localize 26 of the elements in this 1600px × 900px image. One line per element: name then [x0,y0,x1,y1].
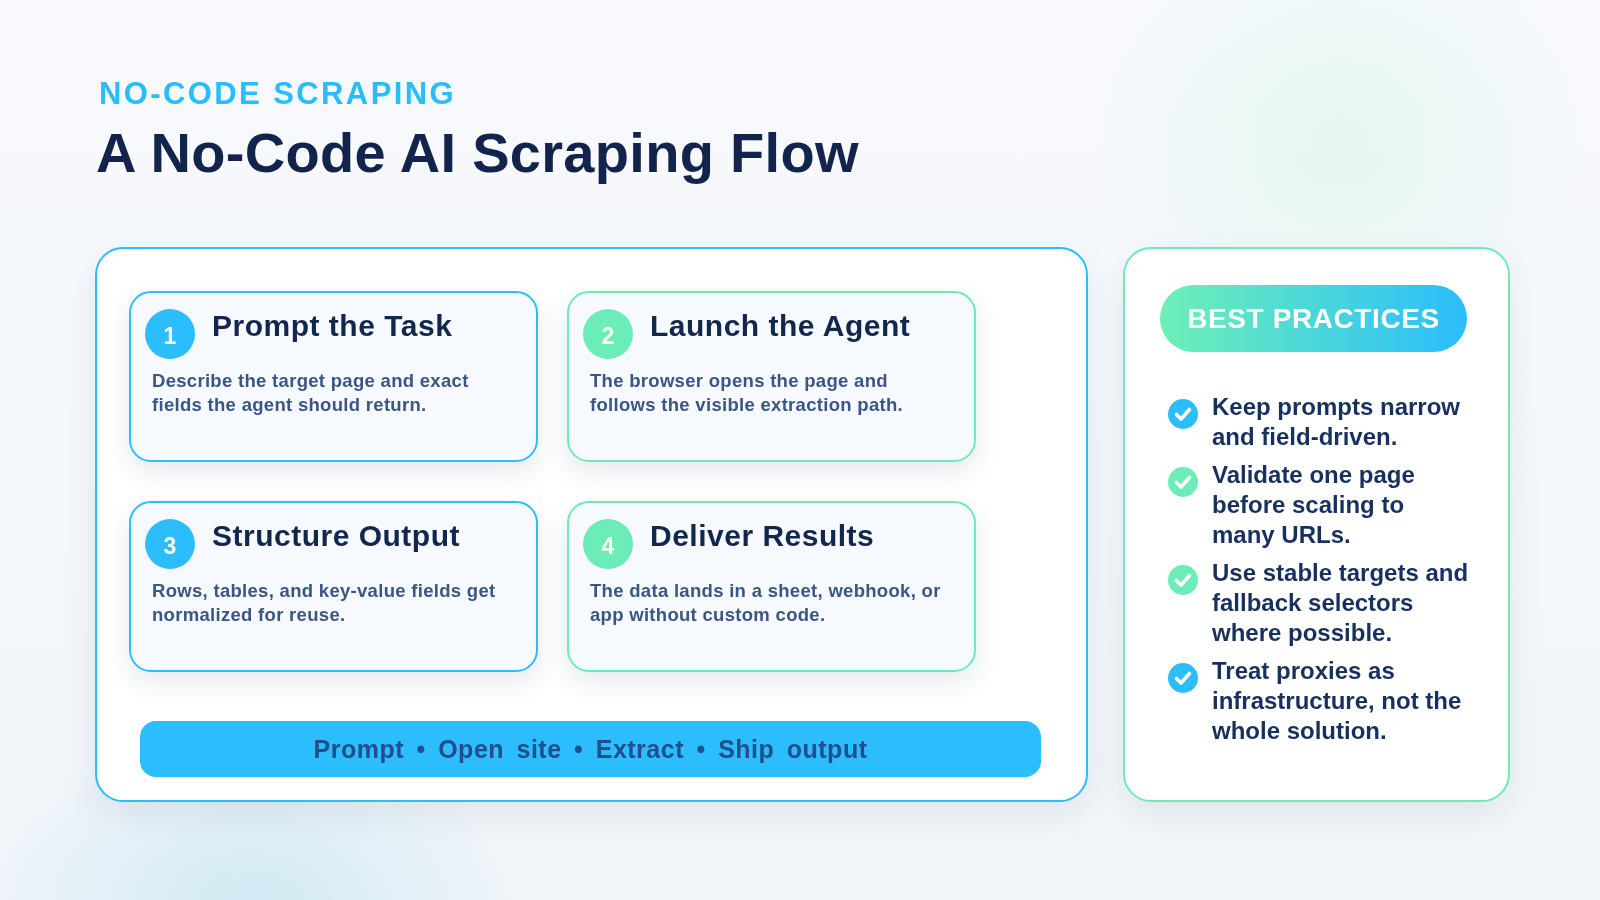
step-number-badge: 1 [145,309,195,359]
step-number-badge: 3 [145,519,195,569]
step-description: The data lands in a sheet, webhook, or app without custom code. [590,579,942,627]
step-description: The browser opens the page and follows the visible extraction path. [590,369,905,417]
section-heading-pill: BEST PRACTICES [1160,285,1467,352]
step-card [567,501,976,672]
step-description: Describe the target page and exact fields the agent should return. [152,369,470,417]
tips-panel [1123,247,1510,802]
tip-text: Treat proxies as infrastructure, not the whole solution. [1212,656,1463,746]
tip-text: Validate one page before scaling to many URLs. [1212,460,1416,550]
step-number-badge: 2 [583,309,633,359]
step-card [567,291,976,462]
summary-bar: Prompt • Open site • Extract • Ship output [140,721,1041,777]
step-title: Deliver Results [650,518,875,554]
tip-text: Use stable targets and fallback selectors where possible. [1212,558,1470,648]
step-card [129,501,538,672]
flow-panel [95,247,1088,802]
eyebrow-label: NO-CODE SCRAPING [99,75,457,112]
page-title: A No-Code AI Scraping Flow [96,120,859,186]
step-description: Rows, tables, and key-value fields get normalized for reuse. [152,579,497,627]
step-title: Launch the Agent [650,308,911,344]
step-number-badge: 4 [583,519,633,569]
step-title: Prompt the Task [212,308,453,344]
step-title: Structure Output [212,518,460,554]
tip-text: Keep prompts narrow and field-driven. [1212,392,1462,452]
step-card [129,291,538,462]
